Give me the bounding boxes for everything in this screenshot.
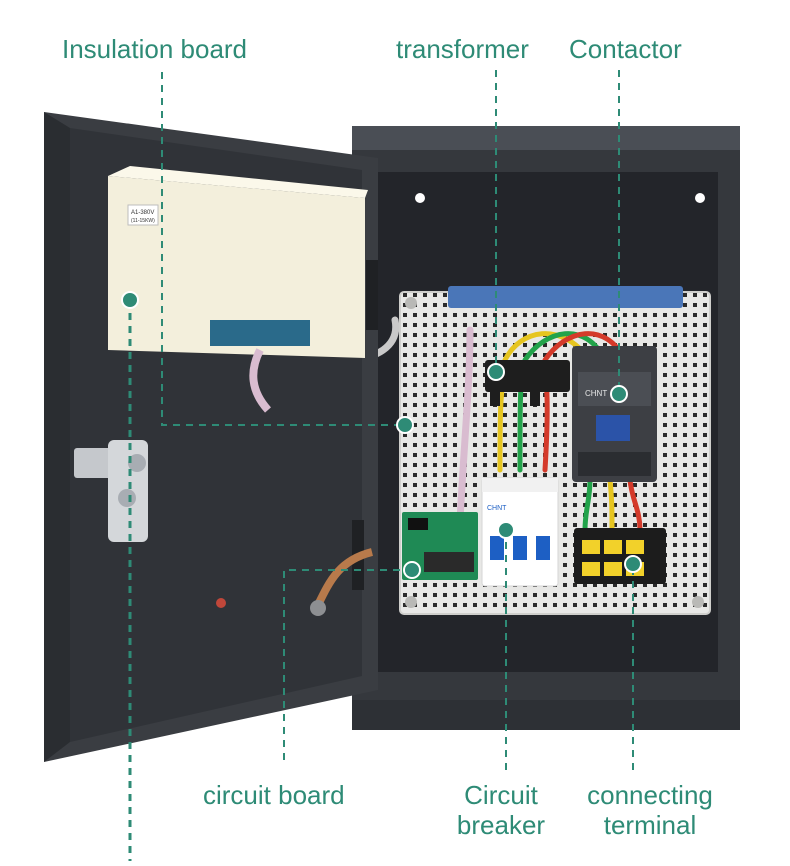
leader-dot-contactor xyxy=(610,385,628,403)
label-circuit-board: circuit board xyxy=(203,780,345,810)
ribbon-cable xyxy=(249,348,272,413)
insulation-sticker-line2: (11-15KW) xyxy=(131,218,155,224)
leader-dot-panel xyxy=(396,416,414,434)
leader-dots xyxy=(121,291,642,579)
transformer xyxy=(485,360,570,406)
leader-dot-circuit-board xyxy=(403,561,421,579)
circuit-breaker: CHNT xyxy=(481,477,559,587)
door-lock xyxy=(74,440,148,542)
label-connecting-terminal-line1: connecting xyxy=(587,780,713,810)
leader-insulation-board xyxy=(161,72,405,426)
label-circuit-breaker-line1: Circuit xyxy=(464,780,538,810)
label-contactor: Contactor xyxy=(569,34,682,64)
contactor: CHNT xyxy=(572,346,657,482)
ground-braid xyxy=(314,548,374,607)
leader-dot-insulation-board xyxy=(121,291,139,309)
leader-dot-connecting-terminal xyxy=(624,555,642,573)
leader-lines xyxy=(128,70,634,861)
circuit-board xyxy=(402,512,478,580)
door-hinge xyxy=(366,260,378,330)
ground-terminal xyxy=(310,600,326,616)
label-insulation-board: Insulation board xyxy=(62,34,248,64)
top-rail xyxy=(448,286,683,308)
label-circuit-breaker-line2: breaker xyxy=(456,810,546,840)
label-transformer: transformer xyxy=(396,34,529,64)
breaker-brand: CHNT xyxy=(487,505,507,512)
label-connecting-terminal-line2: terminal xyxy=(603,810,697,840)
contactor-brand: CHNT xyxy=(585,389,607,398)
insulation-sticker-line1: A1-380V xyxy=(131,210,154,216)
leader-dot-transformer xyxy=(487,363,505,381)
leader-dot-circuit-breaker xyxy=(497,521,515,539)
connecting-terminal xyxy=(574,528,666,584)
leader-circuit-board xyxy=(283,569,412,760)
insulation-board: A1-380V (11-15KW) xyxy=(108,166,368,358)
